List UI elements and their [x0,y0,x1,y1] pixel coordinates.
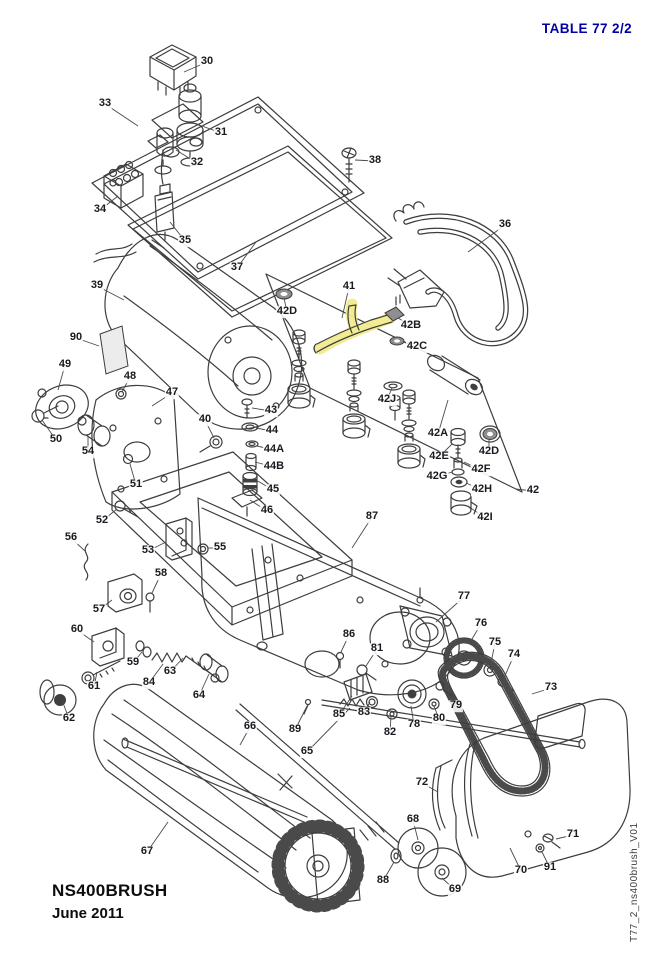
leader-line-74 [503,654,515,679]
leader-line-52 [101,508,118,522]
adjuster-cluster-drawing [39,627,229,716]
leader-line-35 [169,221,186,242]
leader-line-38 [354,159,376,162]
leader-line-66 [239,726,251,746]
leader-line-64 [198,673,210,697]
leader-line-73 [531,687,552,695]
breaker-31-drawing [176,83,204,167]
label-90-drawing [99,325,129,375]
leader-line-42D [283,297,288,313]
leader-line-84 [148,663,164,684]
lamp-32-drawing [154,127,174,175]
leader-line-42B [397,317,412,327]
screw-38-drawing [341,147,357,183]
elbow-42b-drawing [384,306,405,322]
brush-67-drawing [93,683,365,913]
leader-line-47 [151,392,173,407]
leader-line-49 [57,364,66,391]
leader-line-42G [436,471,453,478]
leader-line-42F [463,461,482,471]
cover-70-drawing [431,698,631,878]
leader-line-44B [254,461,275,468]
shafts-drawing [121,698,586,897]
hardware-43-46-drawing [114,398,263,518]
leader-line-72 [421,782,439,793]
frame-drawing [83,451,353,651]
leader-line-67 [146,821,169,853]
valve-plate-42-drawing [265,273,523,493]
leader-line-70 [509,847,522,872]
belt-73-drawing [437,651,551,797]
leader-line-71 [555,834,574,840]
leader-line-62 [61,699,70,720]
bearing-49-drawing [31,384,127,447]
leader-line-33 [104,103,139,127]
washer-42d2-drawing [479,425,501,443]
leader-line-81 [365,648,378,667]
leader-line-32 [175,149,198,164]
valve-stack-3 [397,389,426,469]
leader-line-51 [129,463,137,486]
leader-line-69 [441,877,456,891]
title-block: NS400BRUSH June 2011 [52,881,167,922]
flange-77-drawing [399,587,453,657]
leader-line-90 [75,337,100,347]
terminal-block-34-drawing [103,160,144,209]
leader-line-68 [412,819,419,841]
leader-line-59 [132,651,143,664]
leader-line-87 [351,516,373,549]
leader-line-57 [98,599,113,611]
leader-line-48 [121,376,131,393]
leader-line-58 [151,573,162,594]
leader-line-91 [541,851,551,869]
leader-line-45 [255,479,274,491]
leader-line-56 [70,537,86,552]
switch-30-drawing [149,44,197,96]
valve-stack-2 [342,359,371,439]
leader-line-37 [236,241,257,269]
leader-line-50 [41,419,57,441]
nozzle-42j-drawing [383,381,403,421]
leader-line-39 [96,285,125,301]
leader-line-44 [255,427,273,432]
leader-line-43 [251,407,272,412]
leader-line-86 [340,634,350,653]
leader-line-65 [306,707,351,753]
motor-39-drawing [93,233,303,430]
panel-33-drawing [91,96,365,280]
power-cord-36-drawing [387,201,529,347]
leader-line-88 [382,861,395,882]
document-code: T77_2_ns400brush_V01 [629,822,640,942]
leader-line-63 [169,657,184,673]
leader-line-46 [249,499,268,512]
leader-line-42C [402,341,418,348]
table-reference: TABLE 77 2/2 [541,21,632,36]
plate-47-drawing [91,384,181,510]
leader-line-89 [294,705,308,731]
relay-35-drawing [154,149,175,241]
model-name: NS400BRUSH [52,881,168,900]
tube-42a-drawing [426,354,484,396]
leader-line-42H [465,482,483,491]
highlighted-tube-41-drawing [313,294,405,355]
leader-line-42A [437,399,449,435]
valve-column-42e-i-drawing [450,427,478,516]
issue-date: June 2011 [52,905,124,922]
leader-line-44A [256,445,275,451]
gasket-37-drawing [127,145,393,318]
